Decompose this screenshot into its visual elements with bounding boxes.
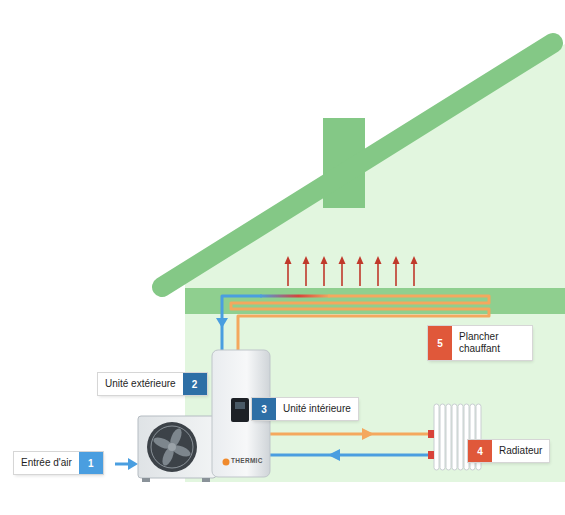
heat-arrow <box>323 262 325 286</box>
heat-arrow-head <box>321 256 328 264</box>
roof <box>162 43 553 287</box>
part-label: Plancher chauffant <box>452 326 532 360</box>
heat-arrow <box>305 262 307 286</box>
part-label: Entrée d'air <box>14 452 79 474</box>
callout-number: 1 <box>79 452 103 474</box>
heat-arrow-head <box>411 256 418 264</box>
callout-number: 2 <box>183 373 207 395</box>
heat-arrow <box>395 262 397 286</box>
heat-arrow <box>359 262 361 286</box>
heat-arrow-head <box>339 256 346 264</box>
radiator-return-pipe <box>270 454 432 457</box>
heat-arrow <box>341 262 343 286</box>
heat-arrow-head <box>357 256 364 264</box>
brand-logo: THERMIC <box>231 457 263 464</box>
part-label: Unité intérieure <box>276 398 358 420</box>
part-label: Unité extérieure <box>98 373 183 395</box>
flow-arrow <box>328 449 340 461</box>
label-box: Entrée d'air1 <box>14 452 103 474</box>
label-box: 4Radiateur <box>468 440 549 462</box>
heat-arrow-head <box>393 256 400 264</box>
heat-arrow-head <box>375 256 382 264</box>
callout-number: 5 <box>428 326 452 360</box>
callout-number: 3 <box>252 398 276 420</box>
outdoor-unit <box>138 416 216 482</box>
heat-arrow <box>287 262 289 286</box>
house-wall <box>185 44 565 482</box>
heat-arrow <box>377 262 379 286</box>
part-label: Radiateur <box>492 440 549 462</box>
air-inlet-arrow-head <box>128 458 138 470</box>
flow-arrow <box>362 428 374 440</box>
callout-number: 4 <box>468 440 492 462</box>
label-box: 5Plancher chauffant <box>428 326 532 360</box>
heat-arrows <box>285 256 418 286</box>
label-box: 3Unité intérieure <box>252 398 358 420</box>
flow-arrow <box>216 318 228 328</box>
radiator-supply-pipe <box>270 433 432 436</box>
heat-arrow-head <box>303 256 310 264</box>
heat-arrow-head <box>285 256 292 264</box>
label-box: Unité extérieure2 <box>98 373 207 395</box>
heat-arrow <box>413 262 415 286</box>
